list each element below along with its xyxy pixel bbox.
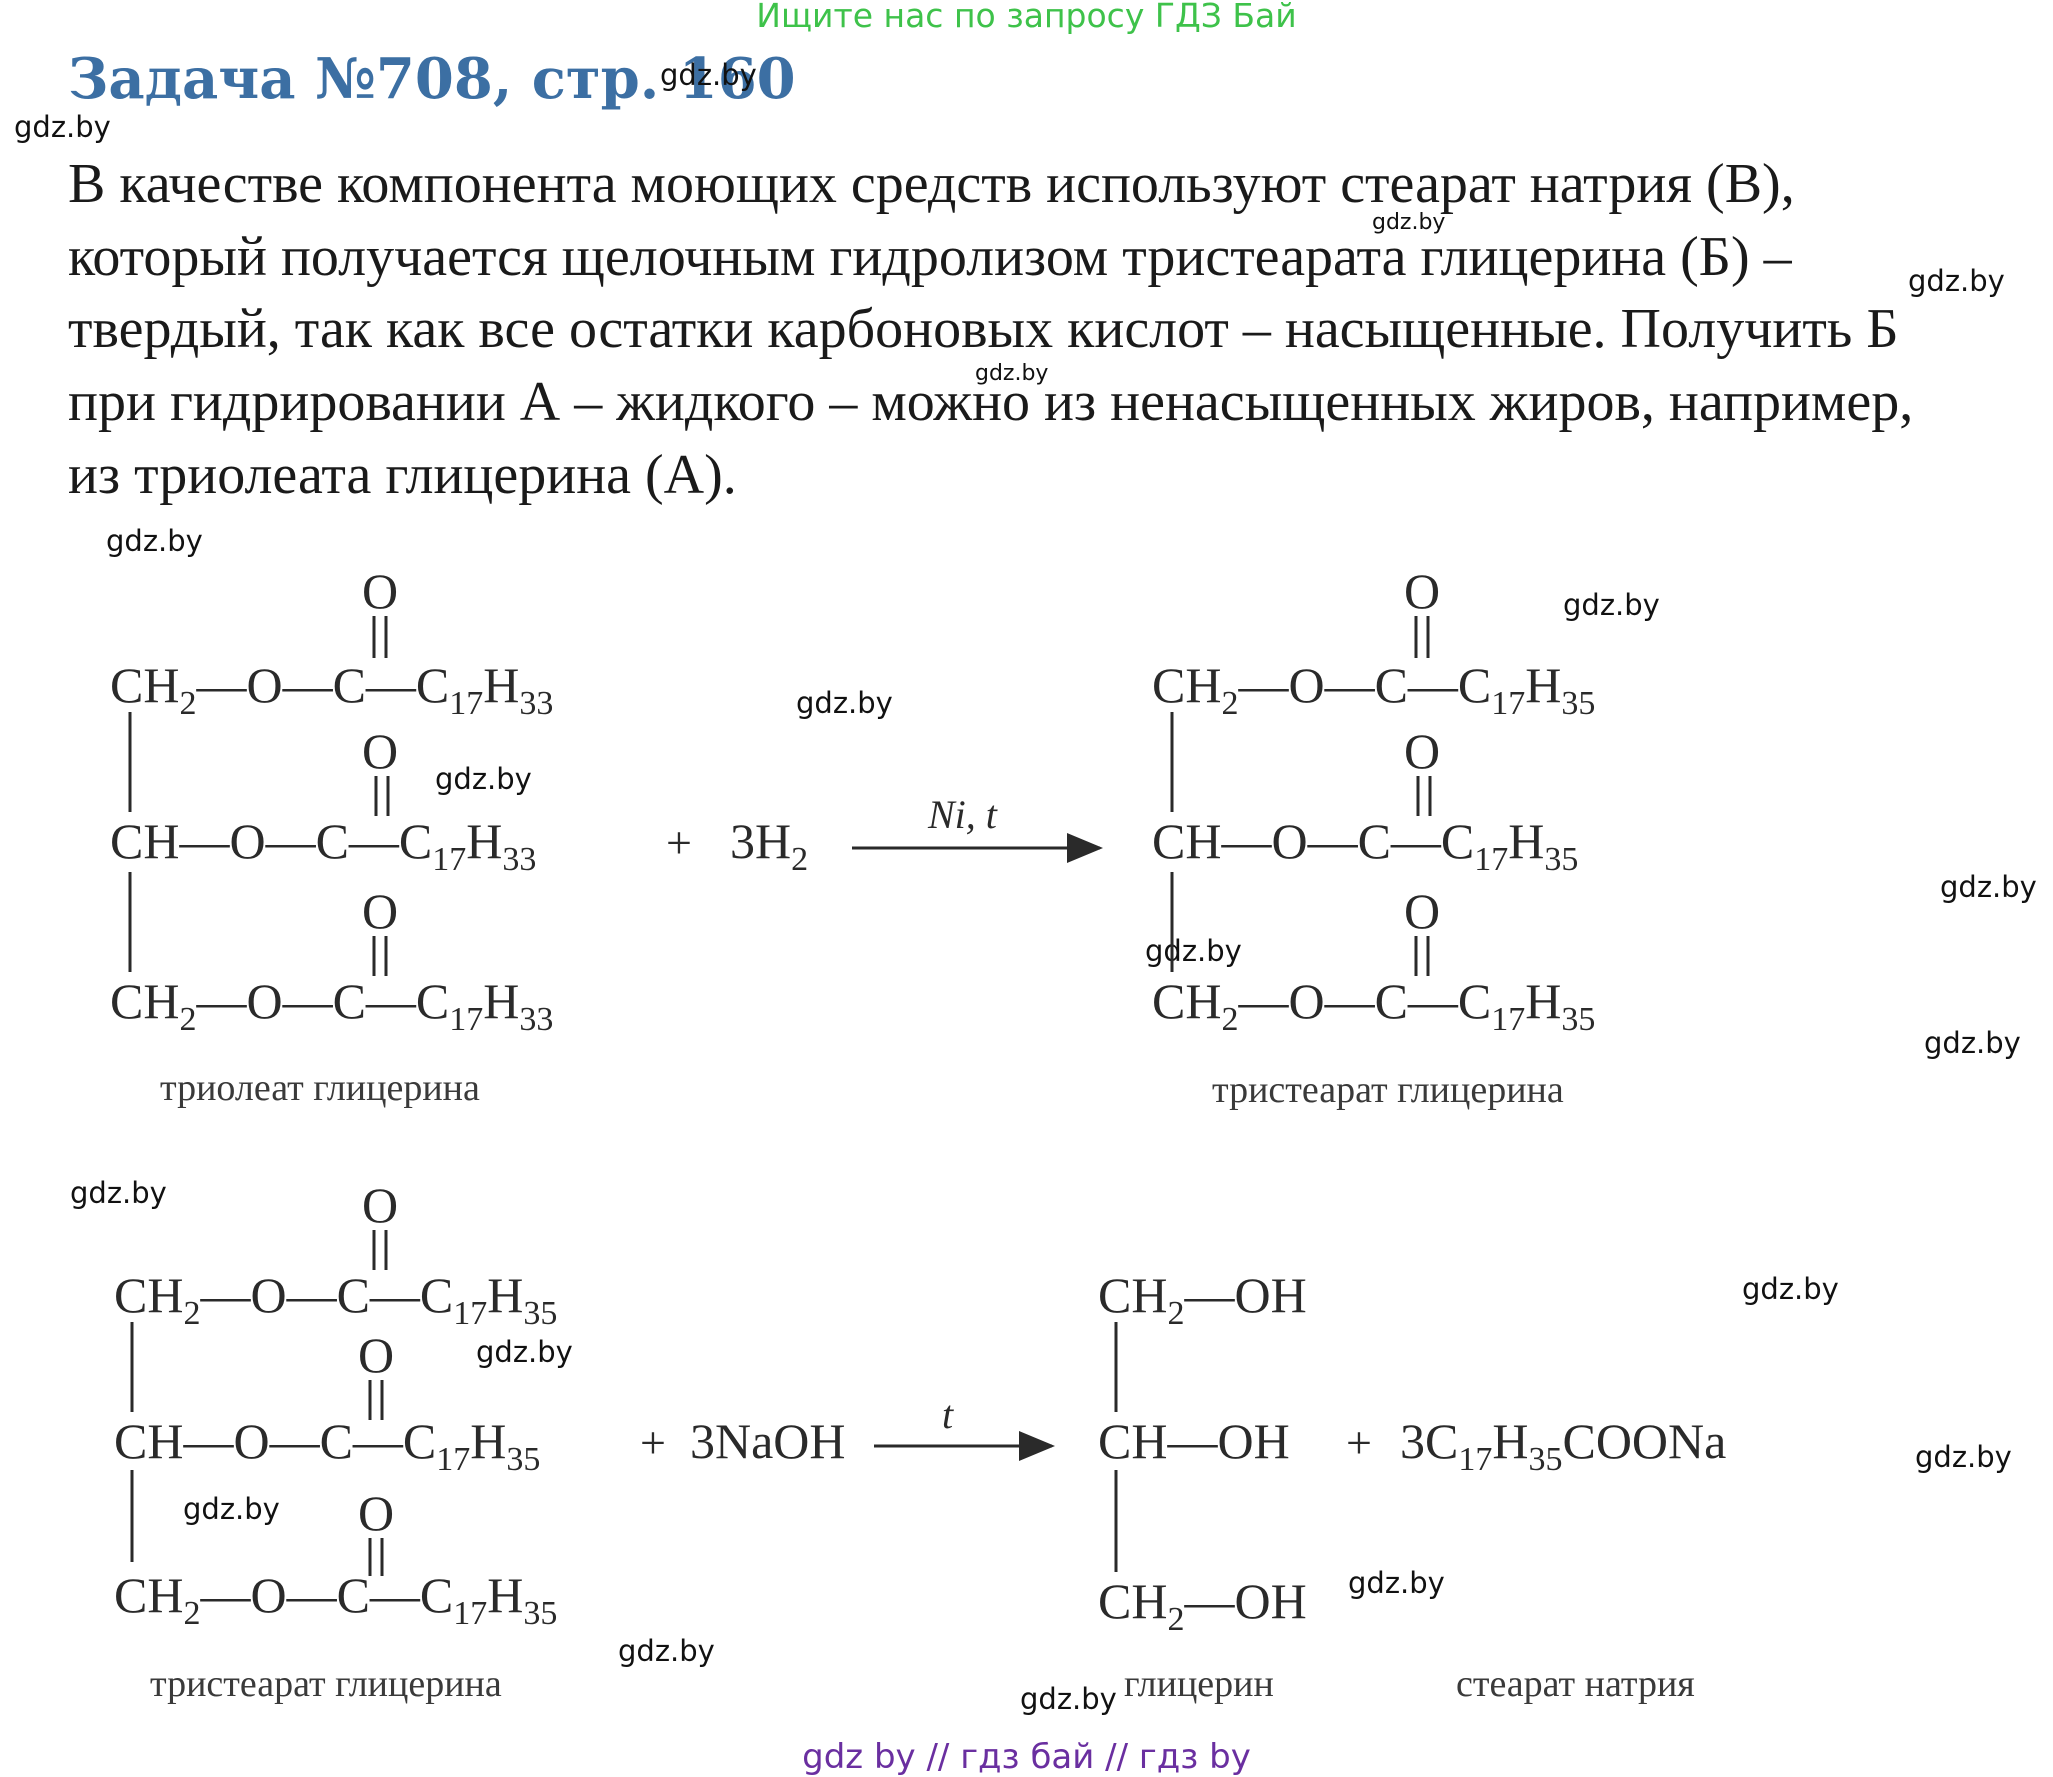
watermark: gdz.by (1348, 1566, 1445, 1600)
svg-text:O: O (362, 883, 398, 939)
watermark: gdz.by (1145, 934, 1242, 968)
product-caption: стеарат натрия (1456, 1663, 1695, 1705)
watermark: gdz.by (1372, 210, 1446, 235)
svg-text:O: O (358, 1485, 394, 1541)
triolein-structure: CH2—O—C—C17H33 CH—O—C—C17H33 CH2—O—C—C17… (110, 563, 553, 1038)
watermark: gdz.by (476, 1335, 573, 1369)
svg-text:CH2—O—C—C17H35: CH2—O—C—C17H35 (1152, 973, 1595, 1038)
svg-text:O: O (362, 723, 398, 779)
page-title: Задача №708, стр. 160 (68, 46, 796, 112)
reagent-naoh: 3NaOH (690, 1413, 846, 1469)
svg-text:O: O (1404, 883, 1440, 939)
paragraph-line: при гидрировании А – жидкого – можно из … (68, 371, 1914, 433)
svg-text:CH—O—C—C17H33: CH—O—C—C17H33 (110, 813, 536, 878)
svg-text:CH2—O—C—C17H35: CH2—O—C—C17H35 (114, 1567, 557, 1632)
glycerol-structure: CH2—OH CH—OH CH2—OH (1098, 1267, 1307, 1638)
svg-text:O: O (362, 1177, 398, 1233)
watermark: gdz.by (183, 1492, 280, 1526)
svg-text:CH—OH: CH—OH (1098, 1413, 1290, 1469)
paragraph-line: твердый, так как все остатки карбоновых … (68, 298, 1899, 360)
tristearin-structure: CH2—O—C—C17H35 CH—O—C—C17H35 CH2—O—C—C17… (1152, 563, 1595, 1038)
watermark: gdz.by (1908, 264, 2005, 298)
watermark: gdz.by (14, 110, 111, 144)
watermark: gdz.by (435, 762, 532, 796)
plus-sign: + (666, 817, 692, 868)
condition-label: t (942, 1392, 954, 1437)
svg-text:CH2—OH: CH2—OH (1098, 1573, 1307, 1638)
tristearin-reactant-structure: CH2—O—C—C17H35 CH—O—C—C17H35 CH2—O—C—C17… (114, 1177, 557, 1632)
svg-text:CH2—OH: CH2—OH (1098, 1267, 1307, 1332)
svg-text:CH—O—C—C17H35: CH—O—C—C17H35 (114, 1413, 540, 1478)
watermark: gdz.by (1915, 1440, 2012, 1474)
watermark: gdz.by (1563, 588, 1660, 622)
paragraph-line: который получается щелочным гидролизом т… (68, 226, 1792, 288)
watermark: gdz.by (1940, 870, 2037, 904)
footer-links[interactable]: gdz by // гдз бай // гдз by (802, 1737, 1251, 1777)
condition-label: Ni, t (927, 792, 998, 837)
svg-text:CH2—O—C—C17H35: CH2—O—C—C17H35 (114, 1267, 557, 1332)
svg-text:CH2—O—C—C17H33: CH2—O—C—C17H33 (110, 657, 553, 722)
watermark: gdz.by (796, 686, 893, 720)
svg-text:CH—O—C—C17H35: CH—O—C—C17H35 (1152, 813, 1578, 878)
product-caption: тристеарат глицерина (1212, 1069, 1564, 1111)
watermark: gdz.by (660, 58, 757, 92)
watermark: gdz.by (106, 524, 203, 558)
reagent-hydrogen: 3H2 (730, 813, 808, 878)
svg-text:O: O (1404, 723, 1440, 779)
reactant-caption: триолеат глицерина (160, 1067, 480, 1109)
paragraph-line: В качестве компонента моющих средств исп… (68, 153, 1795, 215)
product-caption: глицерин (1124, 1663, 1274, 1705)
watermark: gdz.by (70, 1176, 167, 1210)
top-banner[interactable]: Ищите нас по запросу ГДЗ Бай (756, 0, 1297, 35)
watermark: gdz.by (1742, 1272, 1839, 1306)
reactant-caption: тристеарат глицерина (150, 1663, 502, 1705)
watermark: gdz.by (975, 361, 1049, 386)
plus-sign: + (1346, 1417, 1372, 1468)
plus-sign: + (640, 1417, 666, 1468)
svg-text:O: O (362, 563, 398, 619)
svg-text:CH2—O—C—C17H33: CH2—O—C—C17H33 (110, 973, 553, 1038)
watermark: gdz.by (1924, 1026, 2021, 1060)
svg-text:O: O (1404, 563, 1440, 619)
svg-text:CH2—O—C—C17H35: CH2—O—C—C17H35 (1152, 657, 1595, 722)
svg-text:O: O (358, 1327, 394, 1383)
watermark: gdz.by (1020, 1682, 1117, 1716)
watermark: gdz.by (618, 1634, 715, 1668)
paragraph-line: из триолеата глицерина (А). (68, 444, 737, 506)
product-sodium-stearate: 3C17H35COONa (1400, 1413, 1726, 1478)
